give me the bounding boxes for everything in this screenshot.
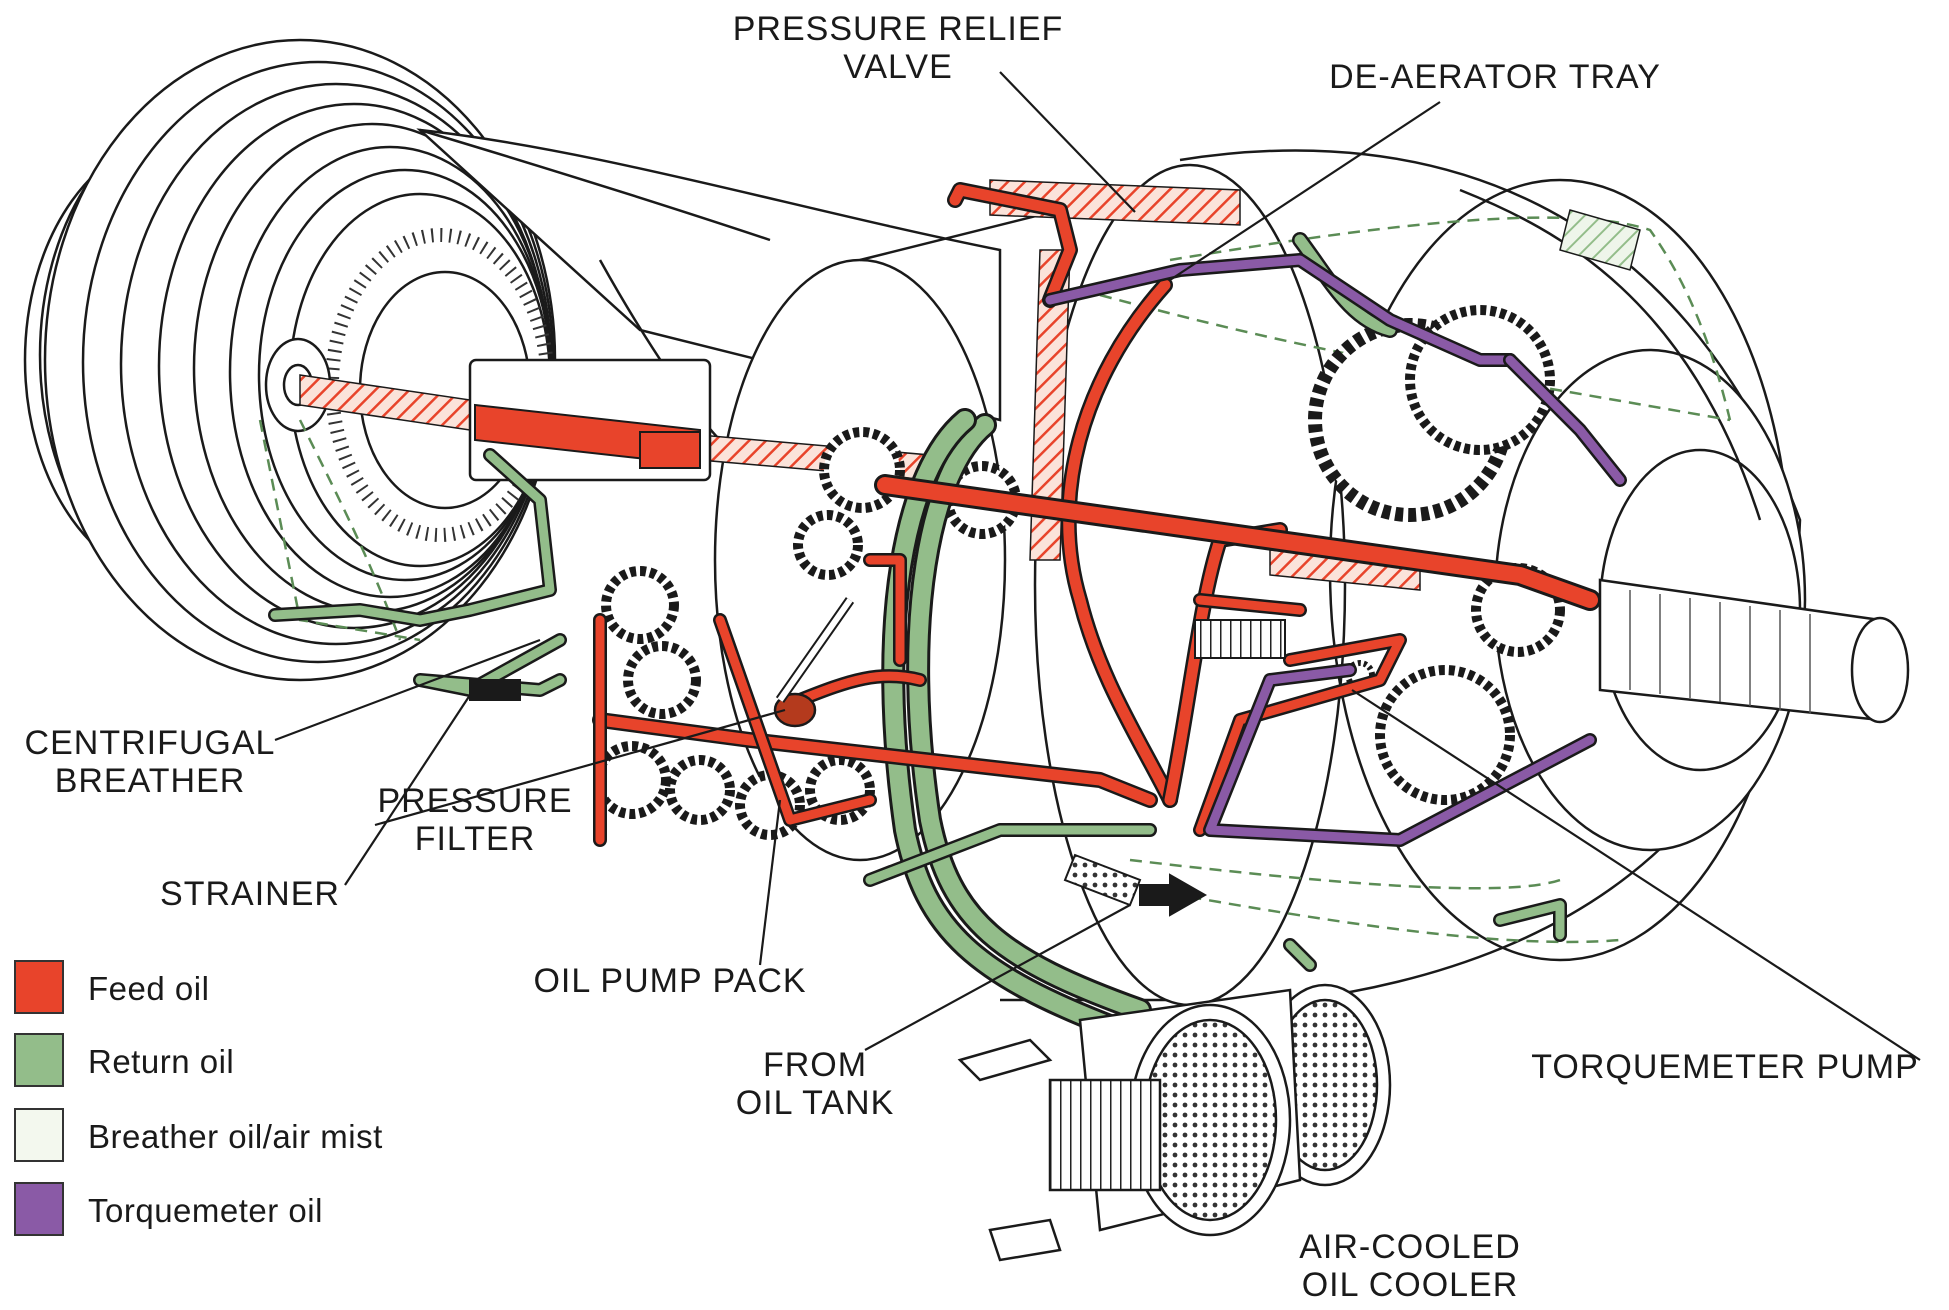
label-from-oil-tank-line2: OIL TANK xyxy=(735,1084,895,1122)
legend-swatch-torquemeter-oil xyxy=(14,1182,64,1236)
label-de-aerator-tray: DE-AERATOR TRAY xyxy=(1329,58,1661,96)
label-pressure-filter: PRESSURE FILTER xyxy=(370,782,580,858)
label-strainer: STRAINER xyxy=(160,875,340,913)
label-pressure-relief-valve-line2: VALVE xyxy=(843,48,953,86)
legend-item-breather-oil-air-mist: Breather oil/air mist xyxy=(14,1108,474,1168)
leader-lines xyxy=(274,71,1921,1061)
legend-item-torquemeter-oil: Torquemeter oil xyxy=(14,1182,474,1242)
label-centrifugal-breather-line1: CENTRIFUGAL xyxy=(24,724,276,762)
label-pressure-filter-line2: FILTER xyxy=(414,820,536,858)
torquemeter-oil-pipes xyxy=(1043,253,1627,847)
legend-swatch-feed-oil xyxy=(14,960,64,1014)
legend-label-feed-oil: Feed oil xyxy=(88,970,210,1007)
label-centrifugal-breather: CENTRIFUGAL BREATHER xyxy=(20,724,280,800)
shaft-feed-tube xyxy=(474,403,701,469)
air-cooled-oil-cooler xyxy=(957,983,1392,1262)
return-oil-pipes xyxy=(268,232,1567,1042)
legend-label-torquemeter-oil: Torquemeter oil xyxy=(88,1192,323,1229)
label-oil-pump-pack: OIL PUMP PACK xyxy=(533,962,807,1000)
label-air-cooled-oil-cooler-line1: AIR-COOLED xyxy=(1299,1228,1521,1266)
label-from-oil-tank-line1: FROM xyxy=(762,1046,868,1084)
label-air-cooled-oil-cooler: AIR-COOLED OIL COOLER xyxy=(1275,1228,1545,1304)
label-air-cooled-oil-cooler-line2: OIL COOLER xyxy=(1301,1266,1519,1304)
filter-strainer-details xyxy=(469,619,1286,917)
engine-casing xyxy=(416,128,1807,1007)
label-pressure-filter-line1: PRESSURE xyxy=(377,782,573,820)
legend-swatch-return-oil xyxy=(14,1033,64,1087)
label-torquemeter-pump: TORQUEMETER PUMP xyxy=(1531,1048,1919,1086)
pressure-filter-body xyxy=(773,597,855,728)
legend-item-feed-oil: Feed oil xyxy=(14,960,474,1020)
label-centrifugal-breather-line2: BREATHER xyxy=(54,762,246,800)
label-pressure-relief-valve: PRESSURE RELIEF VALVE xyxy=(728,10,1068,86)
label-from-oil-tank: FROM OIL TANK xyxy=(720,1046,910,1122)
label-pressure-relief-valve-line1: PRESSURE RELIEF xyxy=(732,10,1064,48)
legend-item-return-oil: Return oil xyxy=(14,1033,474,1093)
legend-label-breather-oil-air-mist: Breather oil/air mist xyxy=(88,1118,383,1155)
legend-label-return-oil: Return oil xyxy=(88,1043,235,1080)
legend-swatch-breather-oil-air-mist xyxy=(14,1108,64,1162)
